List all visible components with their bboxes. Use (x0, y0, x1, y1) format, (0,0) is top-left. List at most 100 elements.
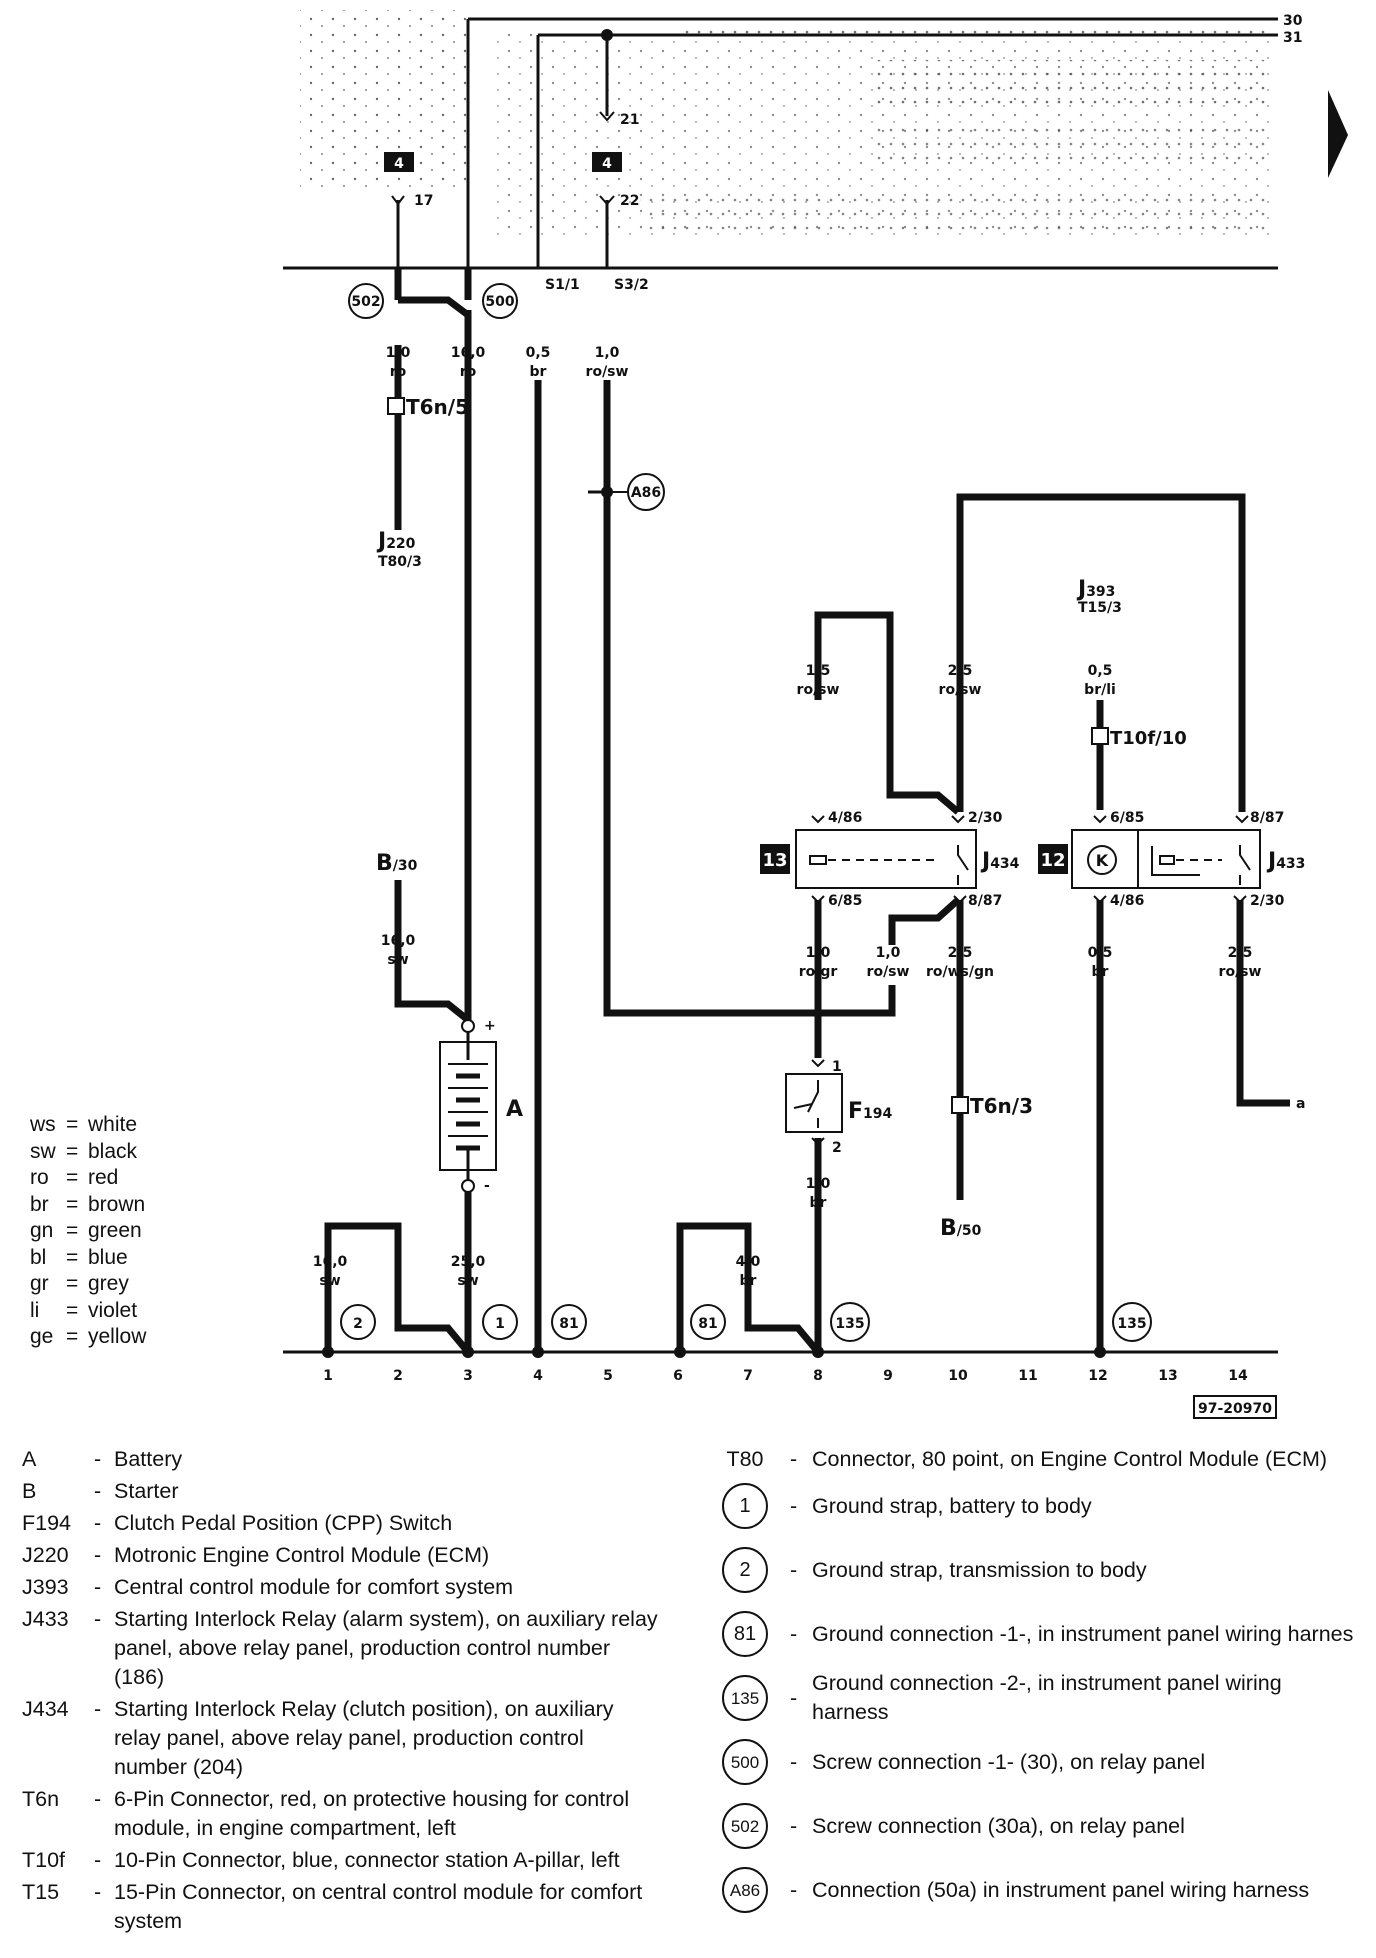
wire-6-color: ro/sw (939, 682, 982, 698)
pin-21: 21 (620, 112, 639, 128)
connector-t10f10: T10f/10 (1091, 727, 1187, 749)
legend-code: A86 (700, 1867, 790, 1913)
component-legend-right: T80-Connector, 80 point, on Engine Contr… (700, 1445, 1360, 1925)
color-legend-row: li=violet (30, 1298, 146, 1325)
wire-6-gauge: 2,5 (948, 663, 973, 679)
color-code: li (30, 1298, 40, 1322)
wire-4-gauge: 1,0 (595, 345, 620, 361)
svg-text:81: 81 (698, 1316, 717, 1332)
legend-description: Connection (50a) in instrument panel wir… (812, 1877, 1310, 1902)
legend-description: Screw connection (30a), on relay panel (812, 1813, 1185, 1838)
j393-pin: T15/3 (1078, 600, 1122, 616)
svg-text:6/85: 6/85 (828, 893, 862, 909)
ground-number: 1 (323, 1368, 333, 1384)
wire-16-gauge: 25,0 (451, 1254, 486, 1270)
color-legend-row: ge=yellow (30, 1324, 146, 1351)
legend-code: A (22, 1447, 37, 1471)
wire-10-color: ro/sw (867, 964, 910, 980)
legend-description: Ground strap, battery to body (812, 1493, 1092, 1518)
color-name: yellow (88, 1325, 147, 1348)
ground-number: 2 (393, 1368, 403, 1384)
top-rails (283, 17, 1278, 300)
wire-1-color: ro (390, 364, 407, 380)
legend-dash: - (94, 1697, 102, 1721)
svg-text:8/87: 8/87 (1250, 810, 1284, 826)
legend-code: T6n (22, 1787, 60, 1811)
color-legend-row: ws=white (30, 1112, 146, 1139)
legend-description: Screw connection -1- (30), on relay pane… (812, 1749, 1206, 1774)
a-out-label: a (1296, 1096, 1305, 1112)
legend-dash: - (94, 1880, 102, 1904)
color-name: black (88, 1139, 138, 1163)
j393-label: J393 (1076, 577, 1115, 602)
wire-15-color: sw (319, 1273, 340, 1289)
ground-number: 13 (1158, 1368, 1177, 1384)
pin-22: 22 (620, 193, 639, 209)
fuse-s1-label: S1/1 (545, 277, 580, 293)
legend-dash: - (94, 1848, 102, 1872)
color-name: blue (88, 1245, 128, 1269)
legend-dash: - (94, 1447, 102, 1471)
j220-pin: T80/3 (378, 554, 422, 570)
svg-text:135: 135 (1117, 1316, 1146, 1332)
equals-sign: = (66, 1219, 79, 1242)
wire-4-color: ro/sw (586, 364, 629, 380)
ground-number: 3 (463, 1368, 473, 1384)
color-code: ws (30, 1113, 56, 1136)
legend-dash: - (94, 1511, 102, 1535)
legend-item: T15-15-Pin Connector, on central control… (22, 1878, 662, 1936)
wire-12-color: br (1092, 964, 1109, 980)
wire-13-gauge: 2,5 (1228, 945, 1253, 961)
legend-code: B (22, 1479, 37, 1503)
ground-number: 5 (603, 1368, 613, 1384)
rail-30-label: 30 (1283, 13, 1303, 29)
legend-item: 1-Ground strap, battery to body (700, 1477, 1360, 1535)
legend-dash: - (94, 1607, 102, 1631)
svg-text:T10f/10: T10f/10 (1110, 728, 1187, 749)
color-legend-row: br=brown (30, 1192, 146, 1219)
legend-item: 2-Ground strap, transmission to body (700, 1541, 1360, 1599)
ground-number: 6 (673, 1368, 683, 1384)
color-legend-row: ro=red (30, 1165, 146, 1192)
legend-code: J220 (22, 1543, 69, 1567)
color-code: bl (30, 1245, 47, 1269)
legend-item: T10f-10-Pin Connector, blue, connector s… (22, 1846, 662, 1875)
ground-number: 8 (813, 1368, 823, 1384)
color-legend-row: gr=grey (30, 1271, 146, 1298)
equals-sign: = (66, 1325, 79, 1348)
wires (324, 268, 1290, 1355)
color-legend-row: sw=black (30, 1139, 146, 1166)
wire-13-color: ro/sw (1219, 964, 1262, 980)
wire-17-color: br (740, 1273, 757, 1289)
legend-code: J433 (22, 1607, 69, 1631)
legend-code-circle: 2 (722, 1547, 768, 1593)
color-code: gn (30, 1219, 54, 1242)
equals-sign: = (66, 1113, 79, 1136)
legend-dash: - (790, 1877, 798, 1902)
ground-circle-2: 2 (340, 1304, 376, 1340)
fuse-box-4-right-label: 4 (602, 156, 612, 172)
wire-10-gauge: 1,0 (876, 945, 901, 961)
legend-description: Clutch Pedal Position (CPP) Switch (114, 1511, 453, 1535)
legend-code: T15 (22, 1880, 60, 1904)
legend-item: 135-Ground connection -2-, in instrument… (700, 1669, 1360, 1727)
color-name: red (88, 1166, 119, 1189)
legend-description: Motronic Engine Control Module (ECM) (114, 1543, 490, 1567)
connection-a86: A86 (607, 473, 665, 511)
legend-code: 2 (700, 1547, 790, 1593)
wire-11-gauge: 2,5 (948, 945, 973, 961)
legend-item: 502-Screw connection (30a), on relay pan… (700, 1797, 1360, 1855)
legend-description: Starting Interlock Relay (clutch positio… (114, 1697, 614, 1779)
legend-description: Battery (114, 1447, 183, 1471)
wire-5-gauge: 1,5 (806, 663, 831, 679)
legend-description: Starting Interlock Relay (alarm system),… (114, 1607, 658, 1689)
ground-number: 7 (743, 1368, 753, 1384)
wire-3-color: br (530, 364, 547, 380)
legend-code-circle: A86 (722, 1867, 768, 1913)
color-name: green (88, 1219, 142, 1242)
legend-code: 1 (700, 1483, 790, 1529)
pin-17: 17 (414, 193, 433, 209)
